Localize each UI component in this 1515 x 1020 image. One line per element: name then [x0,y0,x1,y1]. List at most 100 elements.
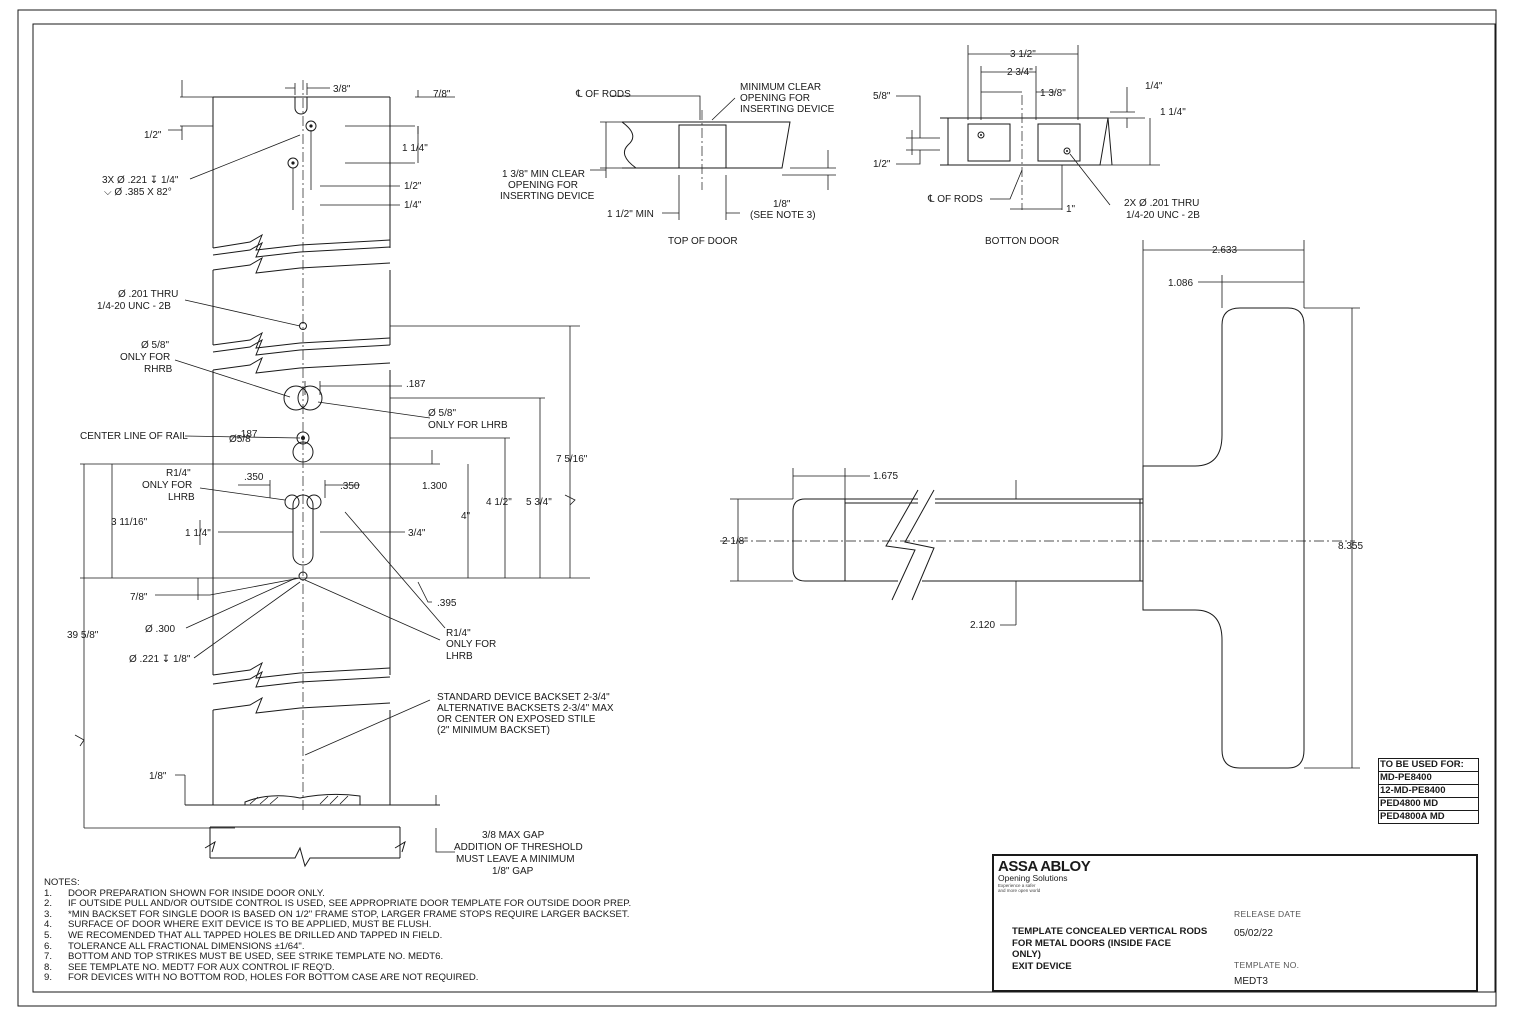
ghost-label-1: Ø5/8 [229,434,251,445]
bottom-dim-3-1-2: 3 1/2" [1010,49,1036,60]
top-of-door-title: TOP OF DOOR [668,236,738,247]
note-number: 3. [44,908,53,920]
dim-5-3-4: 5 3/4" [526,497,552,508]
notes-heading: NOTES: [44,877,80,888]
note-text: WE RECOMENDED THAT ALL TAPPED HOLES BE D… [68,929,443,941]
r14-3: LHRB [168,492,195,503]
dim-8-355: 8.355 [1338,541,1363,552]
dim-7-8-b: 7/8" [130,592,148,603]
backset-2: ALTERNATIVE BACKSETS 2-3/4" MAX [437,703,614,714]
top-side-2: OPENING FOR [508,180,578,191]
template-title: TEMPLATE CONCEALED VERTICAL RODS FOR MET… [1012,926,1212,972]
thru-spec-1: Ø .201 THRU [118,289,178,300]
dim-2-120: 2.120 [970,620,995,631]
note-text: TOLERANCE ALL FRACTIONAL DIMENSIONS ±1/6… [68,940,305,952]
lhrb-1: Ø 5/8" [428,408,456,419]
dim-1-8: 1/8" [149,771,167,782]
template-no-caption: TEMPLATE NO. [1234,960,1300,970]
note-number: 8. [44,961,53,973]
dim-1-4: 1/4" [404,200,422,211]
release-date-caption: RELEASE DATE [1234,909,1302,919]
top-cl-rods: ℄ OF RODS [575,89,631,100]
dim-7-5-16: 7 5/16" [556,454,588,465]
gap-4: 1/8" GAP [492,866,534,877]
dim-395: .395 [437,598,457,609]
backset-4: (2" MINIMUM BACKSET) [437,725,550,736]
brand-name: ASSA ABLOY [998,858,1091,875]
note-item: 4.SURFACE OF DOOR WHERE EXIT DEVICE IS T… [44,920,631,931]
assa-abloy-logo: ASSA ABLOY Opening Solutions Experience … [998,858,1091,893]
usage-model: MD-PE8400 [1379,772,1478,785]
bottom-door-view: 3 1/2" 2 3/4" 1 3/8" 1/4" 1 1/4" 5/8" 1/… [873,45,1200,247]
dim-4-1-2: 4 1/2" [486,497,512,508]
dim-2-633: 2.633 [1212,245,1237,256]
holes-spec-2: ⌵ Ø .385 X 82° [104,187,172,198]
holes-spec-1: 3X Ø .221 ↧ 1/4" [102,175,179,186]
brand-tagline-1: Experience a safer [998,883,1036,888]
dim-4: 4" [461,511,471,522]
top-min-clear-2: OPENING FOR [740,93,810,104]
bottom-dim-1-1-4: 1 1/4" [1160,107,1186,118]
drawing-frame [32,23,1496,993]
backset-1: STANDARD DEVICE BACKSET 2-3/4" [437,692,610,703]
template-no-value: MEDT3 [1234,976,1268,987]
bottom-cl-rods: ℄ OF RODS [927,194,983,205]
bottom-dim-2-3-4: 2 3/4" [1007,67,1033,78]
usage-model: 12-MD-PE8400 [1379,785,1478,798]
dim-1-300: 1.300 [422,481,447,492]
dim-1-675: 1.675 [873,471,898,482]
bottom-door-title: BOTTON DOOR [985,236,1059,247]
note-item: 7. BOTTOM AND TOP STRIKES MUST BE USED, S… [44,951,631,963]
gap-2: ADDITION OF THRESHOLD [454,842,583,853]
dim-1-2-b: 1/2" [404,181,422,192]
dim-350-b: .350 [340,481,360,492]
template-title-line: ONLY) [1012,949,1041,960]
note-item: 5.WE RECOMENDED THAT ALL TAPPED HOLES BE… [44,929,631,942]
top-min-clear-3: INSERTING DEVICE [740,104,835,115]
dim-1-1-4-b: 1 1/4" [185,528,211,539]
rhrb-3: RHRB [144,364,173,375]
top-eighth-1: 1/8" [773,199,791,210]
note-text: FOR DEVICES WITH NO BOTTOM ROD, HOLES FO… [68,972,479,984]
dia-300: Ø .300 [145,624,175,635]
note-item: 3. *MIN BACKSET FOR SINGLE DOOR IS BASED … [44,908,631,921]
ghost-label-2: .187 [238,429,258,440]
bottom-dim-1: 1" [1066,204,1076,215]
r14b-1: R1/4" [446,628,471,639]
notes-block: NOTES: 1.DOOR PREPARATION SHOWN FOR INSI… [44,877,631,984]
brand-division: Opening Solutions [998,873,1068,883]
note-text: SEE TEMPLATE NO. MEDT7 FOR AUX CONTROL I… [68,961,335,973]
usage-heading: TO BE USED FOR: [1379,759,1478,772]
door-elevation [74,80,590,868]
dim-1-086: 1.086 [1168,278,1193,289]
top-min-width: 1 1/2" MIN [607,209,654,220]
notes-list: 1.DOOR PREPARATION SHOWN FOR INSIDE DOOR… [44,887,631,984]
note-text: BOTTOM AND TOP STRIKES MUST BE USED, SEE… [68,951,444,963]
exit-device-outline: 2.633 1.086 1.675 2 1/8" 8.355 2.120 [720,240,1363,769]
note-item: 2.IF OUTSIDE PULL AND/OR OUTSIDE CONTROL… [44,898,631,910]
note-number: 7. [44,951,53,963]
elevation-labels: 3/8" 7/8" 1/2" 1 1/4" 3X Ø .221 ↧ 1/4" ⌵… [67,84,614,877]
bottom-dim-1-3-8: 1 3/8" [1040,88,1066,99]
dim-3-8: 3/8" [333,84,351,95]
note-text: DOOR PREPARATION SHOWN FOR INSIDE DOOR O… [68,887,325,899]
top-side-3: INSERTING DEVICE [500,191,595,202]
template-title-line: TEMPLATE CONCEALED VERTICAL RODS [1012,926,1208,937]
note-item: 9.FOR DEVICES WITH NO BOTTOM ROD, HOLES … [44,973,631,984]
title-block: ASSA ABLOY Opening Solutions Experience … [992,854,1478,992]
note-item: 6.TOLERANCE ALL FRACTIONAL DIMENSIONS ±1… [44,940,631,953]
lhrb-2: ONLY FOR LHRB [428,420,508,431]
dim-1-2-top: 1/2" [144,130,162,141]
dia-221: Ø .221 ↧ 1/8" [129,654,191,665]
note-text: *MIN BACKSET FOR SINGLE DOOR IS BASED ON… [68,908,630,920]
r14b-2: ONLY FOR [446,639,496,650]
dim-187-a: .187 [406,379,426,390]
dim-1-1-4-top: 1 1/4" [402,143,428,154]
dim-39-5-8: 39 5/8" [67,630,99,641]
bottom-hole-2: 1/4-20 UNC - 2B [1126,210,1200,221]
gap-1: 3/8 MAX GAP [482,830,545,841]
note-number: 2. [44,898,53,910]
bottom-hole-1: 2X Ø .201 THRU [1124,198,1199,209]
dim-2-1-8: 2 1/8" [722,536,748,547]
top-side-1: 1 3/8" MIN CLEAR [502,169,585,180]
